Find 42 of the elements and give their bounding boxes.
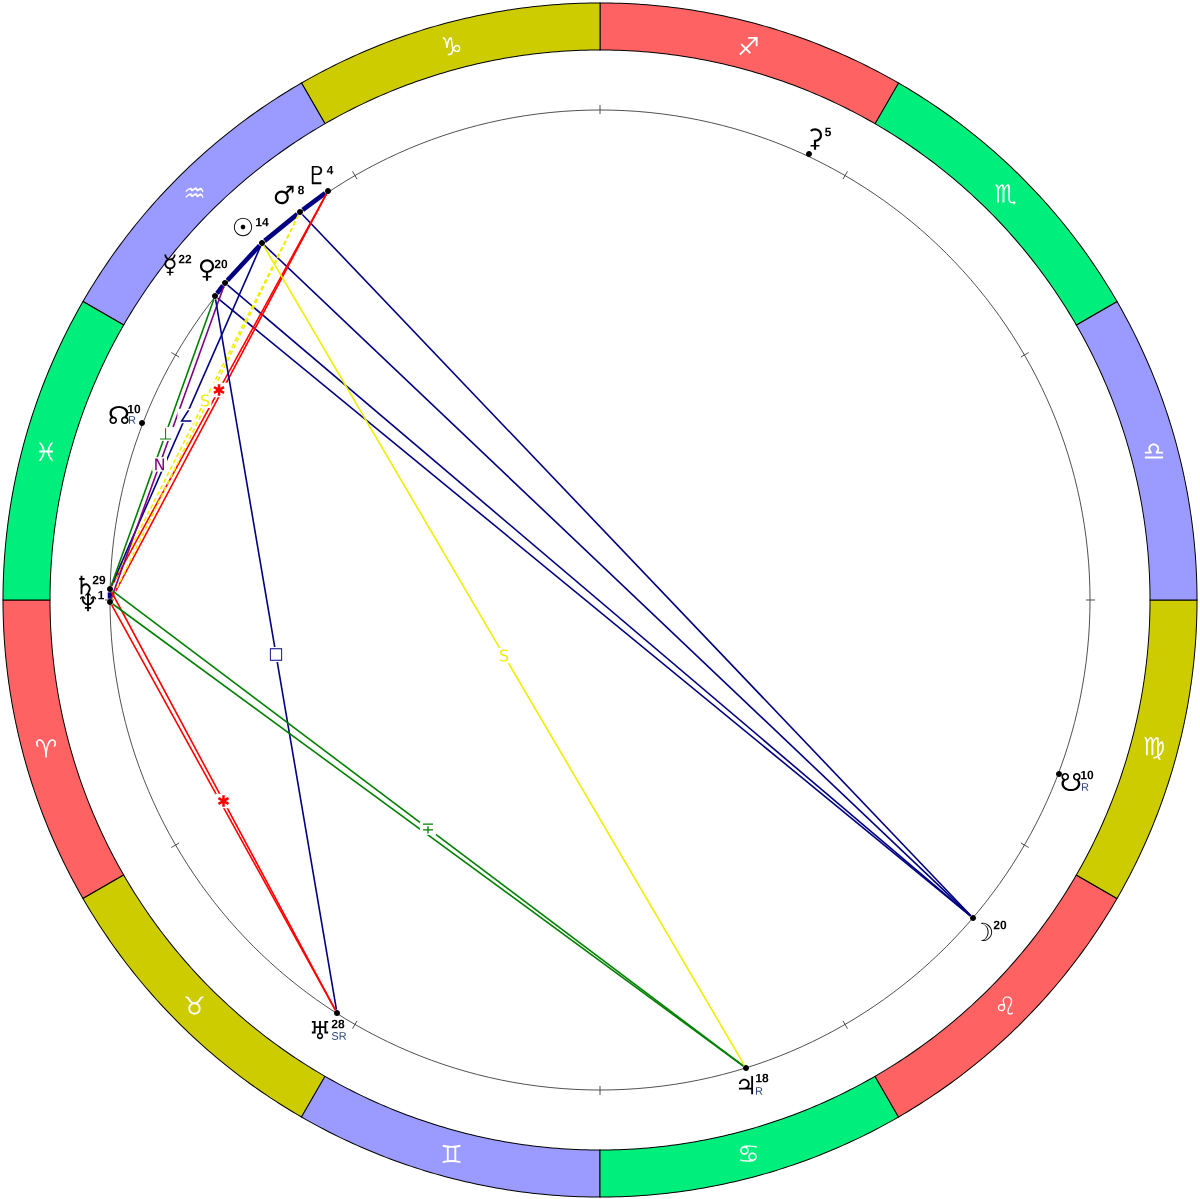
planet-symbol: ♇ [311,165,323,185]
zodiac-band: ♎ [1075,301,1198,601]
planet-symbol: ♃ [738,1075,754,1095]
degree-label: 29 [92,575,106,585]
degree-label: 10 [128,404,141,414]
planet-symbol: ☉ [233,217,253,237]
aspect-line [110,298,215,587]
zodiac-band: ♑ [301,2,601,125]
degree-label: 18 [756,1073,769,1083]
aspect-line [215,284,225,295]
zodiac-band: ♊ [301,1075,601,1198]
degree-label: 4 [326,165,334,175]
planet-symbol: ⚳ [810,128,822,150]
degree-label: 20 [214,259,228,269]
degree-label: 8 [298,185,304,195]
planet-symbol: ☿ [164,254,176,276]
retrograde-label: R [755,1087,763,1095]
aspect-line [214,298,338,1011]
degree-label: 5 [825,127,831,137]
planet-symbol: ♄ [79,575,91,595]
aspect-line [110,285,225,600]
planet-symbol: ♅ [311,1020,329,1040]
degree-label: 20 [993,920,1007,930]
retrograde-label: R [1081,783,1089,791]
aspect-line [263,212,299,243]
degree-label: 22 [178,254,192,264]
aspect-line [107,592,113,599]
degree-label: 10 [1081,770,1094,780]
aspect-line [225,243,262,283]
retrograde-label: SR [331,1032,347,1040]
planet-symbol: ♂ [274,185,294,205]
degree-label: 1 [98,590,104,600]
planet-symbol: ♀ [200,259,215,281]
aspect-line [110,245,262,587]
zodiac-band: ♐ [599,2,899,125]
aspect-line [262,245,746,1066]
degree-label: 28 [331,1019,345,1029]
retrograde-label: R [128,416,136,424]
aspect-line [301,191,327,212]
zodiac-band: ♏ [874,82,1118,326]
planet-symbol: ☽ [980,922,993,942]
degree-label: 14 [256,217,269,227]
